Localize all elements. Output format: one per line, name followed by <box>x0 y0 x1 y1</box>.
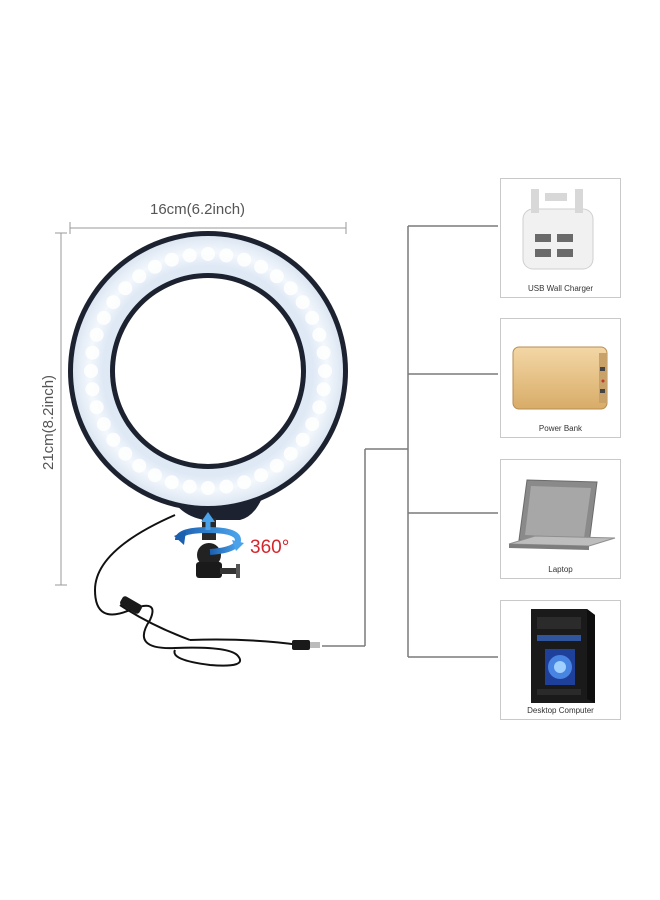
led-dot <box>316 345 331 360</box>
led-dot <box>89 327 104 342</box>
device-card-desktop-computer: Desktop Computer <box>500 600 621 720</box>
usb-wall-charger-icon <box>522 189 594 270</box>
led-dot <box>182 479 197 494</box>
connector-lines <box>322 225 498 658</box>
led-dot <box>147 259 162 274</box>
ring-light <box>68 231 348 520</box>
led-dot <box>89 400 104 415</box>
led-dot <box>96 417 111 432</box>
led-dot <box>118 281 133 296</box>
device-card-power-bank: Power Bank <box>500 318 621 438</box>
led-dot <box>219 248 234 263</box>
led-dot <box>106 295 121 310</box>
inline-switch <box>120 596 142 614</box>
led-dot <box>237 475 252 490</box>
led-dot <box>118 446 133 461</box>
led-dot <box>96 310 111 325</box>
device-card-usb-wall-charger: USB Wall Charger <box>500 178 621 298</box>
led-dots <box>84 247 332 495</box>
led-dot <box>201 247 215 261</box>
device-caption: Laptop <box>548 565 573 574</box>
height-dimension-line <box>55 232 67 586</box>
led-dot <box>305 417 320 432</box>
usb-plug <box>292 640 320 650</box>
width-dimension-line <box>69 222 347 234</box>
device-caption: USB Wall Charger <box>527 284 594 293</box>
device-card-laptop: Laptop <box>500 459 621 579</box>
led-dot <box>147 468 162 483</box>
led-dot <box>132 458 147 473</box>
led-dot <box>312 327 327 342</box>
led-dot <box>295 295 310 310</box>
desktop-computer-icon <box>531 609 595 703</box>
led-dot <box>254 468 269 483</box>
led-dot <box>132 269 147 284</box>
height-dimension-label: 21cm(8.2inch) <box>40 374 57 470</box>
led-dot <box>316 382 331 397</box>
usb-cable <box>93 514 301 667</box>
led-dot <box>254 259 269 274</box>
led-dot <box>295 432 310 447</box>
rotation-arrow-icon <box>174 512 244 555</box>
led-dot <box>219 479 234 494</box>
led-dot <box>283 446 298 461</box>
led-dot <box>237 252 252 267</box>
led-dot <box>164 475 179 490</box>
led-dot <box>318 364 332 378</box>
device-caption: Desktop Computer <box>527 706 594 715</box>
led-dot <box>106 432 121 447</box>
laptop-icon <box>508 479 616 550</box>
led-dot <box>85 382 100 397</box>
led-dot <box>164 252 179 267</box>
led-dot <box>85 345 100 360</box>
device-caption: Power Bank <box>538 424 583 433</box>
led-dot <box>305 310 320 325</box>
led-dot <box>312 400 327 415</box>
led-dot <box>201 481 215 495</box>
power-bank-icon <box>512 346 608 410</box>
led-dot <box>269 458 284 473</box>
led-dot <box>269 269 284 284</box>
width-dimension-label: 16cm(6.2inch) <box>150 201 246 218</box>
rotation-label: 360° <box>250 537 290 558</box>
led-dot <box>283 281 298 296</box>
led-dot <box>84 364 98 378</box>
led-dot <box>182 248 197 263</box>
